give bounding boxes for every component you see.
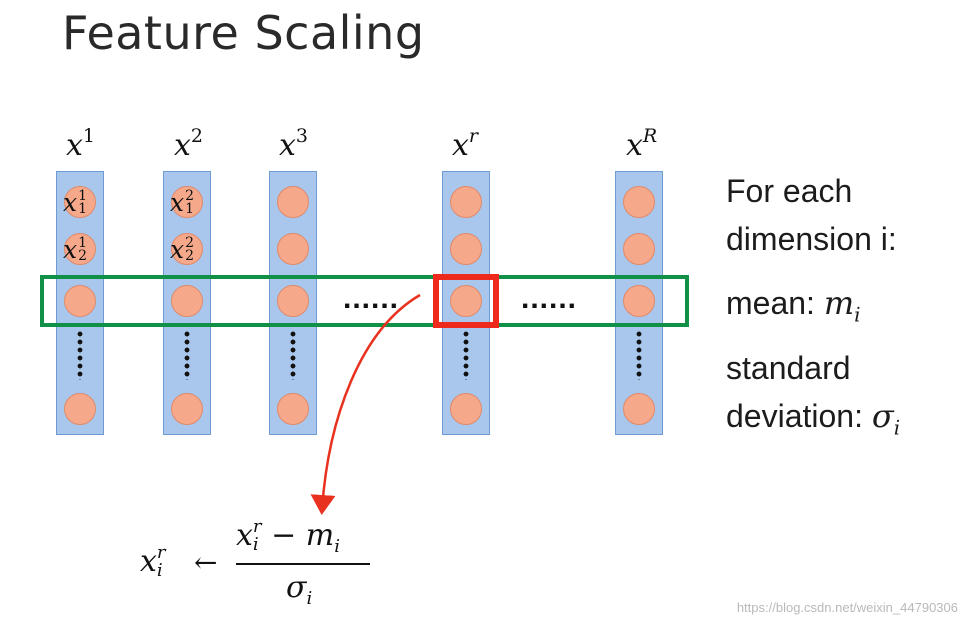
watermark: https://blog.csdn.net/weixin_44790306 <box>736 600 958 615</box>
feature-node <box>623 233 655 265</box>
feature-node <box>64 393 96 425</box>
horizontal-ellipsis-left: ...... <box>343 282 400 315</box>
feature-node <box>450 393 482 425</box>
feature-node <box>623 186 655 218</box>
feature-node <box>277 285 309 317</box>
column-header-2: x2 <box>174 125 204 163</box>
column-header-1: x1 <box>66 125 96 163</box>
feature-node <box>277 233 309 265</box>
dimension-row-box <box>40 275 689 327</box>
feature-node <box>623 393 655 425</box>
feature-node <box>623 285 655 317</box>
feature-node <box>277 186 309 218</box>
side-text-line2: dimension i: <box>726 221 897 257</box>
highlighted-node <box>450 285 482 317</box>
feature-node <box>450 186 482 218</box>
column-header-R: xR <box>626 125 658 163</box>
vertical-ellipsis <box>463 330 469 380</box>
column-header-r: xr <box>452 125 479 163</box>
vertical-ellipsis <box>636 330 642 380</box>
fraction-bar <box>236 563 370 565</box>
feature-node <box>277 393 309 425</box>
formula-arrow: ← <box>194 546 218 579</box>
vertical-ellipsis <box>77 330 83 380</box>
horizontal-ellipsis-right: ...... <box>521 282 578 315</box>
column-header-3: x3 <box>279 125 309 163</box>
side-text-line1: For each <box>726 173 853 209</box>
mean-label: mean: mi <box>726 284 861 327</box>
std-line1: standard <box>726 350 851 386</box>
feature-node <box>171 393 203 425</box>
std-line2: deviation: σi <box>726 397 901 440</box>
feature-node <box>64 285 96 317</box>
vertical-ellipsis <box>290 330 296 380</box>
page-title: Feature Scaling <box>62 6 425 60</box>
feature-node <box>171 285 203 317</box>
vertical-ellipsis <box>184 330 190 380</box>
feature-node <box>450 233 482 265</box>
red-arrow <box>310 293 421 515</box>
highlight-box <box>433 274 499 328</box>
formula-denominator: σi <box>286 570 313 609</box>
